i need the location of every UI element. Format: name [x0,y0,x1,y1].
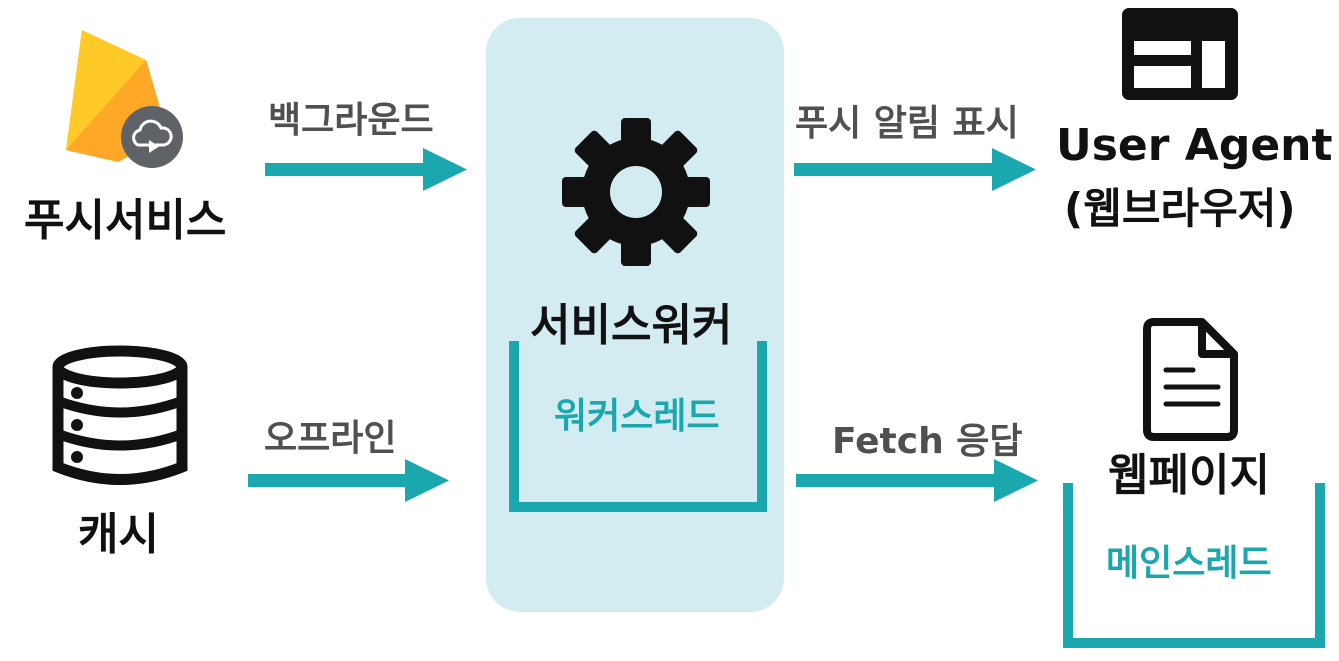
offline-edge-label: 오프라인 [264,418,397,459]
main-thread-label: 메인스레드 [1106,543,1272,584]
background-edge-label: 백그라운드 [268,100,434,141]
arrow-offline [248,459,449,502]
push-notification-edge-label: 푸시 알림 표시 [795,103,1019,144]
user-agent-sublabel: (웹브라우저) [1064,184,1296,233]
push-service-label: 푸시서비스 [24,195,227,246]
firebase-icon [66,30,183,168]
worker-thread-bracket [509,341,767,512]
arrow-fetch-response [796,459,1038,502]
gear-icon [562,118,710,266]
arrow-push-notification [794,148,1036,191]
arrow-background [265,148,467,191]
database-icon [52,345,188,485]
web-page-label: 웹페이지 [1108,450,1270,501]
main-thread-bracket [1063,483,1325,648]
browser-window-icon [1122,8,1238,100]
worker-thread-label: 워커스레드 [554,396,720,437]
service-worker-panel [486,18,784,612]
document-icon [1143,318,1238,441]
service-worker-label: 서비스워커 [530,300,733,351]
cache-label: 캐시 [78,509,159,560]
user-agent-label: User Agent [1056,120,1333,171]
fetch-response-edge-label: Fetch 응답 [832,421,1023,462]
